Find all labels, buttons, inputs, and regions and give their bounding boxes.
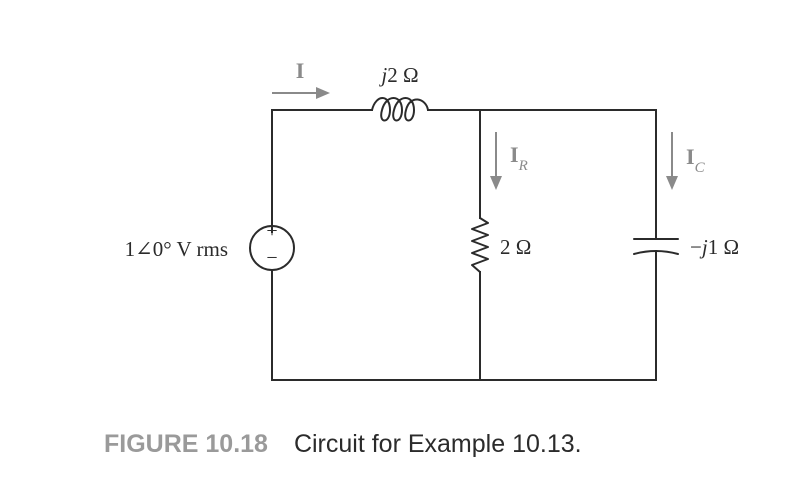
voltage-source-circle [249, 225, 295, 271]
resistor [471, 217, 489, 273]
resistor-label: 2 Ω [500, 235, 531, 259]
current-label-total: I [296, 58, 305, 83]
wire-left-bottom [271, 269, 657, 381]
voltage-source: + − [249, 220, 295, 271]
voltage-source-magnitude: 1 [125, 237, 136, 261]
current-arrow-total-head [316, 87, 330, 99]
voltage-source-label: 1∠0° V rms [125, 237, 228, 261]
capacitor-plate-bottom [633, 250, 679, 255]
current-label-capacitor: IC [686, 144, 706, 176]
inductor-coil [371, 97, 429, 122]
current-arrow-capacitor-head [666, 176, 678, 190]
inductor-label: j2 Ω [378, 63, 418, 87]
inductor-label-j: j [378, 63, 387, 87]
current-label-resistor: IR [510, 142, 528, 174]
capacitor-label-value: 1 Ω [708, 235, 739, 259]
current-arrow-capacitor [666, 132, 678, 190]
figure-caption-text: Circuit for Example 10.13. [294, 430, 582, 458]
wires [271, 109, 657, 381]
current-label-capacitor-main: I [686, 144, 695, 169]
current-label-resistor-main: I [510, 142, 519, 167]
voltage-source-minus: − [266, 247, 277, 269]
figure-number: FIGURE 10.18 [104, 430, 268, 458]
resistor-zigzag [471, 217, 489, 273]
current-arrow-resistor [490, 132, 502, 190]
current-arrow-total [272, 87, 330, 99]
inductor-label-value: 2 Ω [387, 63, 418, 87]
current-label-capacitor-sub: C [695, 160, 706, 176]
figure-caption: FIGURE 10.18 Circuit for Example 10.13. [104, 430, 582, 458]
angle-symbol: ∠ [135, 237, 153, 261]
capacitor-label-prefix: − [690, 235, 702, 259]
capacitor [633, 238, 679, 255]
capacitor-label-j: j [699, 235, 708, 259]
current-arrow-resistor-head [490, 176, 502, 190]
voltage-source-plus: + [266, 220, 277, 242]
inductor [371, 97, 429, 122]
voltage-source-phase: 0° V rms [153, 237, 228, 261]
wire-top-left [271, 109, 373, 233]
capacitor-label: −j1 Ω [690, 235, 739, 259]
current-label-resistor-sub: R [518, 158, 528, 174]
